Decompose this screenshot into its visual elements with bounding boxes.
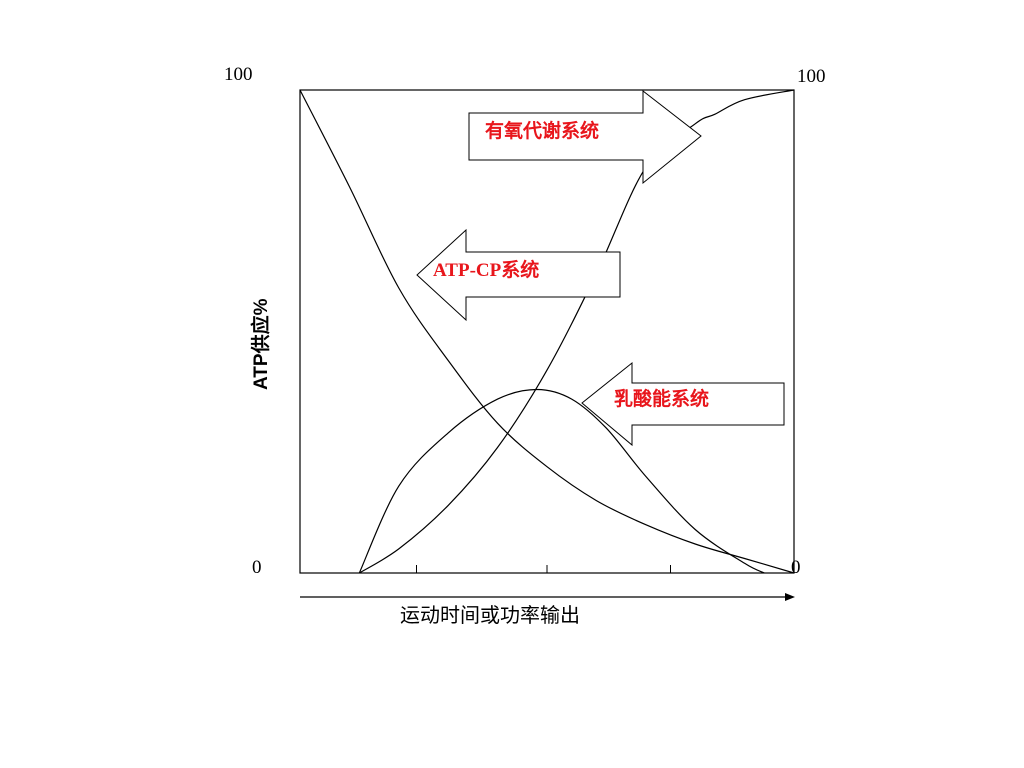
arrow-atpcp: [416, 228, 621, 322]
series-lactate-line: [358, 388, 765, 574]
y-tick-right-top: 100: [797, 66, 826, 87]
plot-frame: [299, 89, 795, 574]
y-axis-title: ATP供应%: [249, 298, 272, 390]
x-axis-arrow: [300, 593, 795, 601]
label-lactate: 乳酸能系统: [614, 387, 709, 410]
x-axis-title: 运动时间或功率输出: [400, 604, 580, 627]
series-group: [299, 89, 795, 574]
label-atpcp: ATP-CP系统: [433, 258, 539, 281]
series-aerobic-line: [358, 89, 795, 574]
x-axis-ticks: [416, 565, 671, 573]
arrow-aerobic: [468, 89, 702, 185]
y-tick-left-top: 100: [224, 64, 253, 85]
y-tick-left-bottom: 0: [252, 557, 262, 578]
arrow-lactate: [581, 361, 785, 447]
series-atpcp-line: [299, 89, 795, 574]
y-tick-right-bottom: 0: [791, 557, 801, 578]
label-aerobic: 有氧代谢系统: [485, 119, 599, 142]
